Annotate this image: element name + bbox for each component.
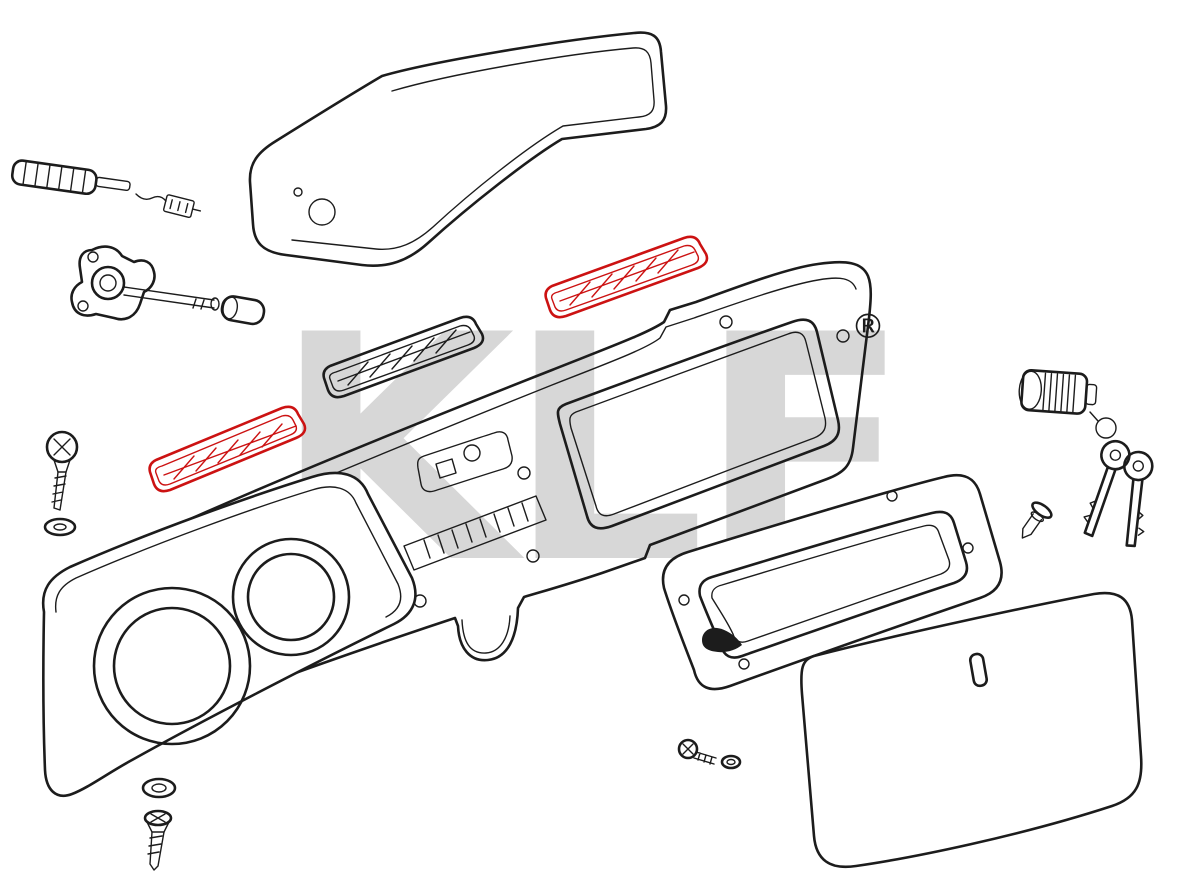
glovebox-knob [702,627,742,653]
bolt-with-washer-part [677,738,742,770]
defroster-vent-grille-black-part [322,315,485,399]
lock-cylinder-part [1018,368,1154,548]
key-two [1122,450,1154,548]
wiring-tool-part [10,159,202,219]
gauge-opening-large [92,586,252,746]
dash-top-pad-part [248,31,668,267]
glovebox-lid-part [800,591,1143,869]
cable-wire [135,193,167,202]
registered-trademark: ® [851,307,885,347]
key-one [1083,439,1131,538]
push-rivet-part [1021,501,1053,539]
key-ring [1095,417,1117,439]
lid-latch-slot [968,652,989,688]
gauge-opening-small [231,537,351,657]
cable-connector [162,194,202,219]
glovebox-frame-part [661,473,1003,691]
washer-bottom-part [141,777,177,799]
headlight-switch-part [70,245,266,326]
flat-screw-part [143,809,173,871]
switch-knob [220,295,266,326]
defroster-vent-grille-red-lower-part [148,405,307,493]
instrument-bezel-part [41,471,417,797]
washer-left-part [43,517,77,537]
phillips-screw-part [45,430,79,511]
defroster-vent-grille-red-upper-part [544,235,709,319]
